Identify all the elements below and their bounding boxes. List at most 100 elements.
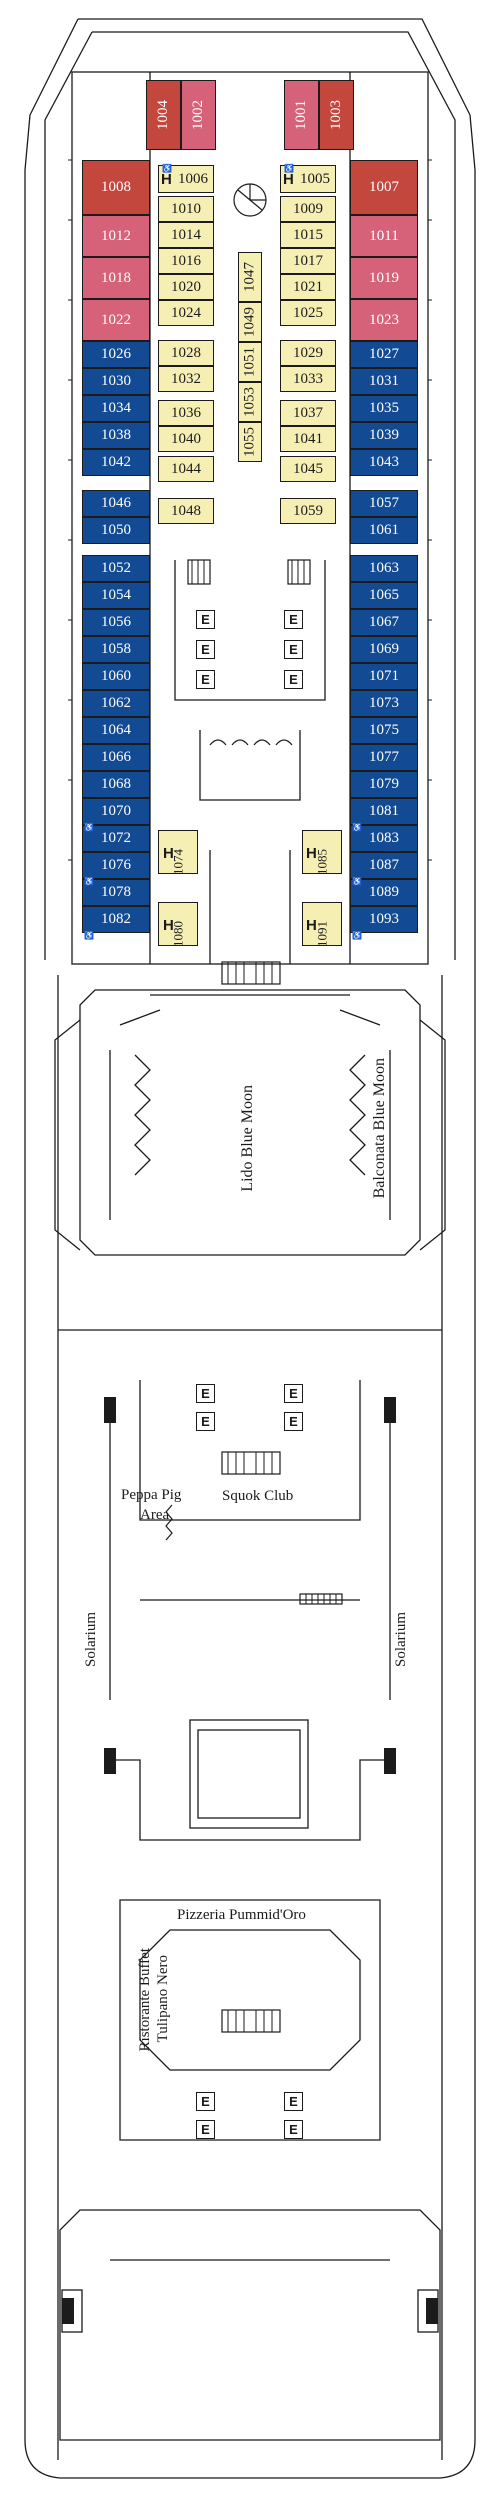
wheelchair-icon: ♿: [84, 823, 94, 832]
cabin[interactable]: 1072: [82, 825, 150, 852]
cabin[interactable]: 1071: [350, 663, 418, 690]
cabin[interactable]: 1005: [280, 165, 336, 193]
cabin[interactable]: 1067: [350, 609, 418, 636]
elevator-icon: E: [196, 670, 215, 689]
cabin[interactable]: 1035: [350, 395, 418, 422]
cabin[interactable]: 1049: [238, 302, 262, 342]
cabin[interactable]: 1012: [82, 215, 150, 257]
cabin[interactable]: 1019: [350, 257, 418, 299]
cabin[interactable]: 1065: [350, 582, 418, 609]
cabin[interactable]: 1006: [158, 165, 214, 193]
cabin[interactable]: 1060: [82, 663, 150, 690]
cabin[interactable]: 1007: [350, 160, 418, 215]
cabin[interactable]: 1001: [284, 80, 319, 150]
cabin[interactable]: 1021: [280, 274, 336, 300]
cabin[interactable]: 1033: [280, 366, 336, 392]
cabin[interactable]: 1044: [158, 456, 214, 482]
cabin[interactable]: 1079: [350, 771, 418, 798]
cabin[interactable]: 1027: [350, 341, 418, 368]
cabin[interactable]: 1055: [238, 422, 262, 462]
cabin[interactable]: 1083: [350, 825, 418, 852]
accessible-cabin-marker: H: [163, 917, 174, 934]
cabin[interactable]: 1024: [158, 300, 214, 326]
cabin[interactable]: 1051: [238, 342, 262, 382]
cabin[interactable]: 1015: [280, 222, 336, 248]
cabin[interactable]: 1020: [158, 274, 214, 300]
cabin[interactable]: 1004: [146, 80, 181, 150]
cabin[interactable]: 1036: [158, 400, 214, 426]
cabin[interactable]: 1059: [280, 498, 336, 524]
cabin[interactable]: 1040: [158, 426, 214, 452]
cabin[interactable]: 1010: [158, 196, 214, 222]
cabin[interactable]: 1022: [82, 299, 150, 341]
cabin[interactable]: 1056: [82, 609, 150, 636]
cabin[interactable]: 1029: [280, 340, 336, 366]
cabin[interactable]: 1031: [350, 368, 418, 395]
wheelchair-icon: ♿: [352, 823, 362, 832]
cabin[interactable]: 1087: [350, 852, 418, 879]
cabin[interactable]: 1064: [82, 717, 150, 744]
wheelchair-icon: ♿: [84, 877, 94, 886]
cabin[interactable]: 1003: [319, 80, 354, 150]
venue-label-ristorante-sub: Tulipano Nero: [155, 1955, 171, 2043]
cabin[interactable]: 1061: [350, 517, 418, 544]
venue-label-peppa-area: Area: [140, 1507, 170, 1523]
cabin[interactable]: 1042: [82, 449, 150, 476]
cabin[interactable]: 1037: [280, 400, 336, 426]
cabin[interactable]: 1030: [82, 368, 150, 395]
cabin[interactable]: 1066: [82, 744, 150, 771]
cabin[interactable]: 1009: [280, 196, 336, 222]
elevator-icon: E: [284, 670, 303, 689]
cabin[interactable]: 1023: [350, 299, 418, 341]
cabin[interactable]: 1002: [181, 80, 216, 150]
elevator-icon: E: [196, 640, 215, 659]
cabin[interactable]: 1069: [350, 636, 418, 663]
cabin[interactable]: 1016: [158, 248, 214, 274]
cabin[interactable]: 1058: [82, 636, 150, 663]
cabin[interactable]: 1011: [350, 215, 418, 257]
cabin[interactable]: 1045: [280, 456, 336, 482]
cabin[interactable]: 1076: [82, 852, 150, 879]
cabin[interactable]: 1068: [82, 771, 150, 798]
wheelchair-icon: ♿: [284, 164, 294, 173]
cabin[interactable]: 1078: [82, 879, 150, 906]
cabin[interactable]: 1062: [82, 690, 150, 717]
cabin[interactable]: 1054: [82, 582, 150, 609]
cabin[interactable]: 1081: [350, 798, 418, 825]
cabin[interactable]: 1014: [158, 222, 214, 248]
accessible-cabin-marker: H: [161, 171, 172, 188]
cabin[interactable]: 1082: [82, 906, 150, 933]
cabin[interactable]: 1063: [350, 555, 418, 582]
cabin[interactable]: 1047: [238, 252, 262, 302]
elevator-icon: E: [196, 610, 215, 629]
cabin[interactable]: 1026: [82, 341, 150, 368]
elevator-icon: E: [284, 1412, 303, 1431]
cabin[interactable]: 1008: [82, 160, 150, 215]
cabin[interactable]: 1018: [82, 257, 150, 299]
cabin[interactable]: 1073: [350, 690, 418, 717]
cabin[interactable]: 1043: [350, 449, 418, 476]
cabin[interactable]: 1050: [82, 517, 150, 544]
cabin[interactable]: 1028: [158, 340, 214, 366]
cabin[interactable]: 1046: [82, 490, 150, 517]
venue-label-squok: Squok Club: [222, 1488, 294, 1504]
cabin[interactable]: 1052: [82, 555, 150, 582]
cabin[interactable]: 1089: [350, 879, 418, 906]
cabin[interactable]: 1077: [350, 744, 418, 771]
cabin[interactable]: 1048: [158, 498, 214, 524]
cabin[interactable]: 1093: [350, 906, 418, 933]
cabin[interactable]: 1038: [82, 422, 150, 449]
cabin[interactable]: 1053: [238, 382, 262, 422]
cabin[interactable]: 1041: [280, 426, 336, 452]
cabin[interactable]: 1075: [350, 717, 418, 744]
cabin[interactable]: 1057: [350, 490, 418, 517]
cabin[interactable]: 1017: [280, 248, 336, 274]
cabin[interactable]: 1034: [82, 395, 150, 422]
wheelchair-icon: ♿: [162, 164, 172, 173]
cabin[interactable]: 1070: [82, 798, 150, 825]
cabin[interactable]: 1032: [158, 366, 214, 392]
cabin[interactable]: 1039: [350, 422, 418, 449]
cabin[interactable]: 1025: [280, 300, 336, 326]
venue-label-balconata: Balconata Blue Moon: [371, 1058, 388, 1199]
